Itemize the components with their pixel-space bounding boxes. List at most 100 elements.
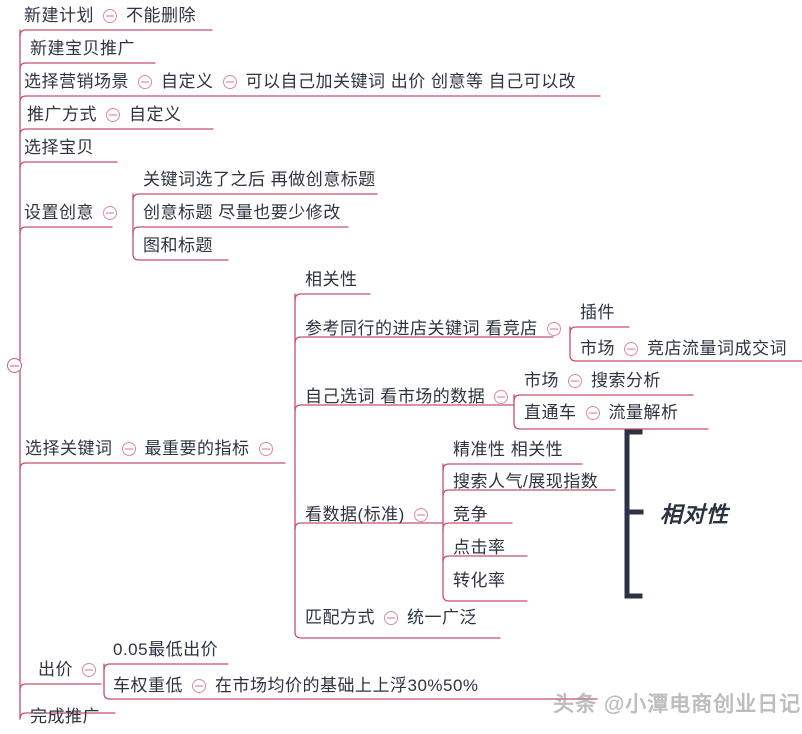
node-collapse-toggle[interactable] xyxy=(624,341,638,356)
mindmap-node[interactable]: 参考同行的进店关键词 看竞店 xyxy=(305,317,570,339)
mindmap-node[interactable]: 精准性 相关性 xyxy=(453,438,563,460)
node-label: 设置创意 xyxy=(24,203,94,223)
mindmap-node[interactable]: 插件 xyxy=(580,301,615,323)
wire-n23 xyxy=(442,594,528,602)
wire-n26 xyxy=(103,663,229,671)
node-collapse-toggle[interactable] xyxy=(413,507,428,522)
mindmap-node[interactable]: 搜索人气/展现指数 xyxy=(453,470,598,492)
watermark: 头条 @小潭电商创业日记 xyxy=(553,693,802,716)
node-collapse-toggle[interactable] xyxy=(494,389,509,404)
relativity-bracket xyxy=(624,429,644,599)
node-label: 直通车 xyxy=(524,403,577,423)
mindmap-node[interactable]: 直通车 流量解析 xyxy=(524,401,679,423)
mindmap-node[interactable]: 出价 xyxy=(38,658,105,680)
wire-n24 xyxy=(294,631,501,639)
node-label: 相关性 xyxy=(305,270,358,290)
wire-n7 xyxy=(132,193,378,201)
node-sibling-label: 自定义 xyxy=(161,72,214,92)
mindmap-node[interactable]: 匹配方式 统一广泛 xyxy=(305,606,477,628)
node-collapse-toggle[interactable] xyxy=(106,107,120,122)
node-collapse-toggle[interactable] xyxy=(222,74,237,89)
wire-n6 xyxy=(19,226,113,234)
node-collapse-toggle[interactable] xyxy=(258,441,273,456)
node-collapse-toggle[interactable] xyxy=(82,662,96,677)
mindmap-node[interactable]: 市场搜索分析 xyxy=(524,369,661,391)
node-collapse-toggle[interactable] xyxy=(103,8,117,23)
node-sibling-label: 在市场均价的基础上上浮30%50% xyxy=(215,676,479,696)
node-sibling-label: 最重要的指标 xyxy=(144,439,250,459)
node-label: 选择关键词 xyxy=(25,439,113,459)
mindmap-node[interactable]: 新建宝贝推广 xyxy=(30,37,135,59)
node-label: 点击率 xyxy=(453,538,506,558)
mindmap-node[interactable]: 选择营销场景自定义可以自己加关键词 出价 创意等 自己可以改 xyxy=(24,70,576,92)
node-sibling-label: 可以自己加关键词 出价 创意等 自己可以改 xyxy=(245,72,577,92)
node-label: 推广方式 xyxy=(27,105,97,125)
node-label: 图和标题 xyxy=(143,236,213,256)
mindmap-node[interactable]: 看数据(标准) xyxy=(305,503,437,525)
node-label: 参考同行的进店关键词 看竞店 xyxy=(305,319,538,339)
mindmap-node[interactable]: 竞争 xyxy=(453,503,488,525)
node-label: 自己选词 看市场的数据 xyxy=(305,387,486,407)
node-collapse-toggle[interactable] xyxy=(546,321,561,336)
node-label: 出价 xyxy=(38,660,73,680)
node-sibling-label: 统一广泛 xyxy=(407,608,477,628)
node-collapse-toggle[interactable] xyxy=(585,405,600,420)
wire-n13 xyxy=(569,326,630,334)
mindmap-node[interactable]: 创意标题 尽量也要少修改 xyxy=(143,201,341,223)
node-label: 新建计划 xyxy=(24,6,94,26)
node-label: 市场 xyxy=(580,339,615,359)
mindmap-node[interactable]: 完成推广 xyxy=(30,705,100,727)
wire-n17 xyxy=(513,422,709,430)
node-collapse-toggle[interactable] xyxy=(121,441,136,456)
node-label: 选择宝贝 xyxy=(24,138,94,158)
node-label: 看数据(标准) xyxy=(305,505,405,525)
mindmap-node[interactable]: 推广方式 自定义 xyxy=(27,103,182,125)
mindmap-node[interactable]: 0.05最低出价 xyxy=(113,638,218,660)
mindmap-node[interactable]: 新建计划 不能删除 xyxy=(24,4,196,26)
node-label: 精准性 相关性 xyxy=(453,440,564,460)
wire-n5 xyxy=(19,161,118,169)
mindmap-node[interactable]: 市场 竞店流量词成交词 xyxy=(580,337,787,359)
node-label: 创意标题 尽量也要少修改 xyxy=(143,203,341,223)
mindmap-node[interactable]: 车权重低 在市场均价的基础上上浮30%50% xyxy=(113,674,479,696)
node-label: 竞争 xyxy=(453,505,488,525)
node-sibling-label: 竞店流量词成交词 xyxy=(647,339,787,359)
wire-n25 xyxy=(19,683,102,691)
wire-n11 xyxy=(294,293,371,301)
mindmap-node[interactable]: 转化率 xyxy=(453,569,506,591)
mindmap-node[interactable]: 相关性 xyxy=(305,268,358,290)
mindmap-node[interactable]: 图和标题 xyxy=(143,234,213,256)
node-label: 市场 xyxy=(524,371,559,391)
mindmap-node[interactable]: 关键词选了之后 再做创意标题 xyxy=(143,168,376,190)
node-collapse-toggle[interactable] xyxy=(192,678,206,693)
node-label: 新建宝贝推广 xyxy=(30,39,135,59)
node-sibling-label: 自定义 xyxy=(129,105,182,125)
root-collapse-toggle[interactable] xyxy=(7,358,22,373)
node-label: 匹配方式 xyxy=(305,608,375,628)
node-label: 插件 xyxy=(580,303,615,323)
wire-n3 xyxy=(19,95,601,103)
node-label: 车权重低 xyxy=(113,676,183,696)
node-collapse-toggle[interactable] xyxy=(568,373,582,388)
wire-n1 xyxy=(19,29,213,37)
node-label: 转化率 xyxy=(453,571,506,591)
mindmap-node[interactable]: 自己选词 看市场的数据 xyxy=(305,385,517,407)
node-collapse-toggle[interactable] xyxy=(384,610,398,625)
mindmap-node[interactable]: 点击率 xyxy=(453,536,506,558)
wire-n8 xyxy=(132,226,349,234)
node-sibling-label: 流量解析 xyxy=(608,403,679,423)
mindmap-node[interactable]: 选择关键词 最重要的指标 xyxy=(25,437,282,459)
mindmap-node[interactable]: 设置创意 xyxy=(24,201,126,223)
wire-n10 xyxy=(19,462,286,470)
node-label: 完成推广 xyxy=(30,707,100,727)
relativity-annotation: 相对性 xyxy=(660,502,730,527)
wire-n2 xyxy=(19,62,156,70)
node-label: 0.05最低出价 xyxy=(113,640,219,660)
node-label: 搜索人气/展现指数 xyxy=(453,472,599,492)
node-sibling-label: 不能删除 xyxy=(126,6,196,26)
wire-n4 xyxy=(19,128,214,136)
mindmap-node[interactable]: 选择宝贝 xyxy=(24,136,94,158)
node-label: 关键词选了之后 再做创意标题 xyxy=(143,170,376,190)
node-collapse-toggle[interactable] xyxy=(103,205,117,220)
node-collapse-toggle[interactable] xyxy=(138,74,152,89)
